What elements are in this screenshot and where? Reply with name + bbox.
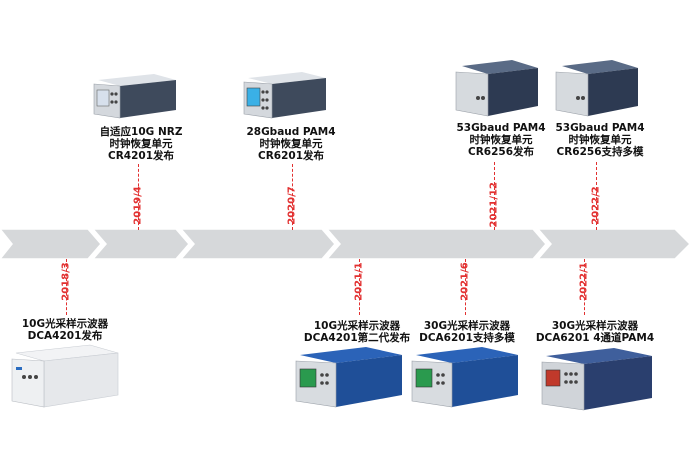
milestone-subtitle: 时钟恢复单元 <box>568 134 632 146</box>
milestone-release: DCA6201支持多模 <box>419 332 515 344</box>
milestone-label-2021-6: 30G光采样示波器 DCA6201支持多模 <box>409 320 525 344</box>
dashed-connector <box>596 162 597 230</box>
timeline-segment-1 <box>0 228 102 260</box>
date-label-2021-6: 2021/6 <box>459 262 471 301</box>
dashed-connector <box>494 162 495 230</box>
dashed-connector <box>138 164 139 230</box>
dca4201-gen2-device-image <box>295 347 402 408</box>
dashed-connector <box>465 259 466 315</box>
cr4201-device-image <box>93 74 176 119</box>
cr6256-multimode-device-image <box>555 60 638 117</box>
milestone-title: 10G光采样示波器 <box>313 320 401 332</box>
milestone-label-2022-2: 53Gbaud PAM4 时钟恢复单元 CR6256支持多模 <box>540 122 660 158</box>
date-label-2022-2: 2022/2 <box>590 186 602 225</box>
dashed-connector <box>292 164 293 230</box>
date-label-2021-1: 2021/1 <box>353 262 365 301</box>
timeline-segment-5 <box>536 228 692 260</box>
date-label-2020-7: 2020/7 <box>286 186 298 225</box>
milestone-title: 28Gbaud PAM4 <box>246 126 336 138</box>
date-label-2018-3: 2018/3 <box>60 262 72 301</box>
milestone-release: CR6256支持多模 <box>556 146 644 158</box>
dca6201-device-image <box>411 347 518 408</box>
milestone-label-2020-7: 28Gbaud PAM4 时钟恢复单元 CR6201发布 <box>236 126 346 162</box>
milestone-release: DCA4201发布 <box>27 330 103 342</box>
dashed-connector <box>66 259 67 315</box>
milestone-title: 30G光采样示波器 <box>423 320 511 332</box>
milestone-subtitle: 时钟恢复单元 <box>469 134 533 146</box>
milestone-label-2018-3: 10G光采样示波器 DCA4201发布 <box>10 318 120 342</box>
milestone-release: DCA6201 4通道PAM4 <box>535 332 655 344</box>
dca6201-4ch-device-image <box>541 348 652 411</box>
milestone-release: CR4201发布 <box>107 150 174 162</box>
milestone-label-2021-12: 53Gbaud PAM4 时钟恢复单元 CR6256发布 <box>446 122 556 158</box>
milestone-title: 30G光采样示波器 <box>551 320 639 332</box>
milestone-title: 53Gbaud PAM4 <box>555 122 645 134</box>
milestone-subtitle: 时钟恢复单元 <box>109 138 173 150</box>
cr6201-device-image <box>243 72 326 119</box>
dashed-connector <box>584 259 585 315</box>
milestone-title: 10G光采样示波器 <box>21 318 109 330</box>
timeline-segment-4 <box>325 228 547 260</box>
cr6256-device-image <box>455 60 538 117</box>
milestone-release: DCA4201第二代发布 <box>303 332 411 344</box>
date-label-2021-12: 2021/12 <box>488 182 500 228</box>
dca4201-device-image <box>11 344 119 408</box>
milestone-release: CR6256发布 <box>467 146 534 158</box>
milestone-subtitle: 时钟恢复单元 <box>259 138 323 150</box>
milestone-label-2019-4: 自适应10G NRZ 时钟恢复单元 CR4201发布 <box>86 126 196 162</box>
dashed-connector <box>359 259 360 315</box>
milestone-title: 自适应10G NRZ <box>99 126 183 138</box>
date-label-2019-4: 2019/4 <box>132 186 144 225</box>
timeline-segment-3 <box>179 228 336 260</box>
timeline-segment-2 <box>91 228 190 260</box>
milestone-label-2021-1: 10G光采样示波器 DCA4201第二代发布 <box>295 320 419 344</box>
milestone-label-2022-1: 30G光采样示波器 DCA6201 4通道PAM4 <box>530 320 660 344</box>
milestone-title: 53Gbaud PAM4 <box>456 122 546 134</box>
date-label-2022-1: 2022/1 <box>578 262 590 301</box>
milestone-release: CR6201发布 <box>257 150 324 162</box>
